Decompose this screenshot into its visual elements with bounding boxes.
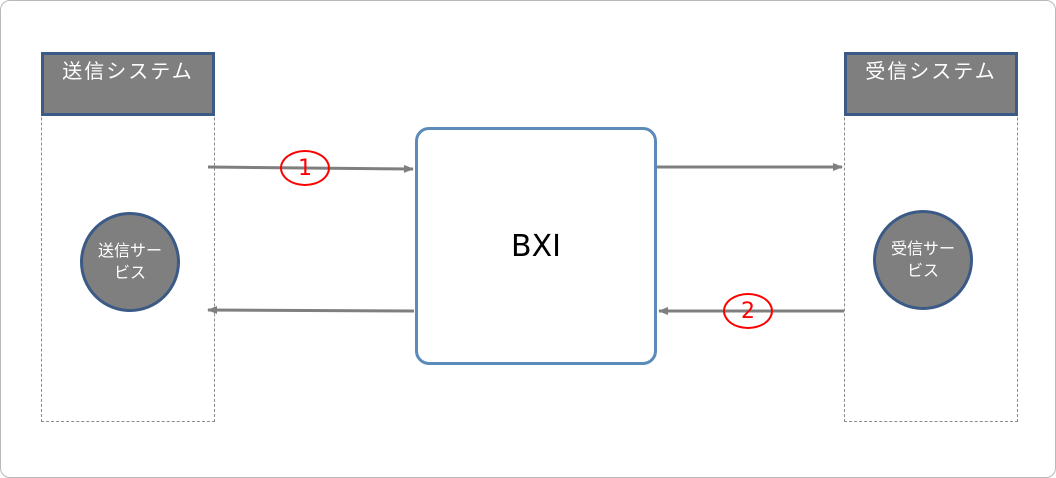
receiver-system-label: 受信システム — [865, 59, 997, 83]
receiver-service-node: 受信サービス — [873, 210, 973, 310]
step-1-marker: 1 — [280, 150, 330, 186]
bxi-node: BXI — [415, 127, 657, 365]
receiver-system-header: 受信システム — [844, 52, 1018, 116]
receiver-service-label: 受信サービス — [890, 239, 955, 280]
bxi-label: BXI — [511, 228, 561, 264]
sender-service-node: 送信サービス — [80, 212, 180, 312]
step-1-label: 1 — [298, 155, 312, 181]
sender-system-label: 送信システム — [62, 59, 194, 83]
sender-service-label: 送信サービス — [97, 241, 162, 282]
step-2-label: 2 — [741, 298, 755, 324]
sender-system-header: 送信システム — [41, 52, 215, 116]
step-2-marker: 2 — [723, 293, 773, 329]
